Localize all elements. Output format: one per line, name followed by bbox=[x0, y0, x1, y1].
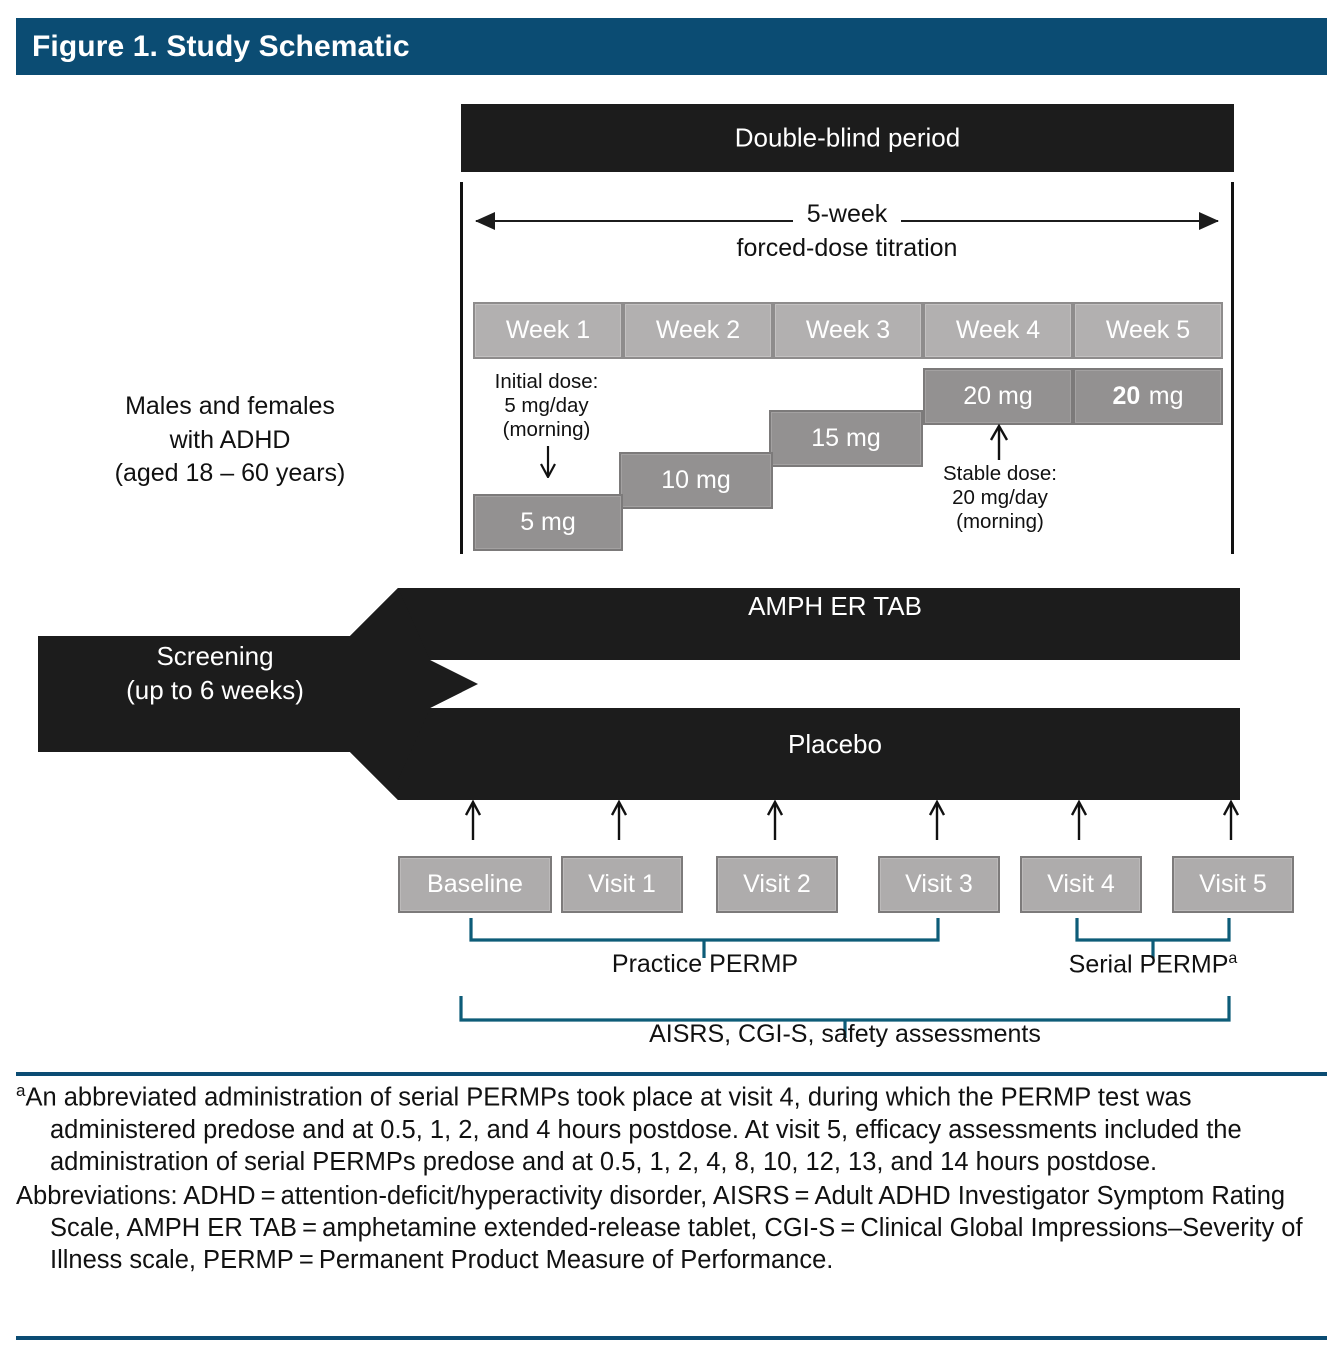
footnote-a: aAn abbreviated administration of serial… bbox=[16, 1080, 1327, 1178]
visit-box-baseline-label: Baseline bbox=[427, 870, 523, 898]
visit-arrow-1 bbox=[610, 799, 628, 845]
footnote-rule-bottom bbox=[16, 1336, 1327, 1340]
arm-placebo-label: Placebo bbox=[788, 729, 882, 759]
bracket-label-practice-permp: Practice PERMP bbox=[611, 950, 799, 978]
dose-box-week1-label: 5 mg bbox=[520, 508, 576, 536]
visit-box-2-label: Visit 2 bbox=[743, 870, 811, 898]
down-arrow-icon bbox=[539, 446, 557, 480]
double-blind-period-label: Double-blind period bbox=[734, 122, 961, 153]
week-box-2: Week 2 bbox=[623, 302, 773, 359]
week-box-5-label: Week 5 bbox=[1105, 316, 1191, 344]
page-title: Figure 1. Study Schematic bbox=[32, 29, 410, 63]
up-arrow-icon bbox=[989, 423, 1009, 460]
week-box-3-label: Week 3 bbox=[805, 316, 891, 344]
visit-box-3-label: Visit 3 bbox=[905, 870, 973, 898]
dose-box-week4-label: 20 mg bbox=[963, 382, 1033, 410]
visit-box-baseline: Baseline bbox=[398, 856, 552, 913]
visit-arrow-2 bbox=[766, 799, 784, 845]
dose-box-week2-10mg: 10 mg bbox=[619, 452, 773, 509]
dose-box-week1-5mg: 5 mg bbox=[473, 494, 623, 551]
dose-box-week5-unit: mg bbox=[1148, 382, 1184, 410]
dose-box-week2-label: 10 mg bbox=[661, 466, 731, 494]
footnote-block: aAn abbreviated administration of serial… bbox=[16, 1080, 1327, 1278]
visit-box-2: Visit 2 bbox=[716, 856, 838, 913]
week-box-4-label: Week 4 bbox=[955, 316, 1041, 344]
visit-arrow-5 bbox=[1222, 799, 1240, 845]
visit-arrow-3 bbox=[928, 799, 946, 845]
dose-box-week3-label: 15 mg bbox=[811, 424, 881, 452]
dose-box-week3-15mg: 15 mg bbox=[769, 410, 923, 467]
visit-box-3: Visit 3 bbox=[878, 856, 1000, 913]
study-population-text: Males and females with ADHD (aged 18 – 6… bbox=[114, 392, 346, 487]
dose-box-week4-20mg: 20 mg bbox=[923, 368, 1073, 425]
titration-arrow-group: 5-week forced-dose titration bbox=[475, 196, 1219, 276]
visit-box-1-label: Visit 1 bbox=[588, 870, 656, 898]
visit-arrow-4 bbox=[1070, 799, 1088, 845]
footnote-rule-top bbox=[16, 1072, 1327, 1076]
week-box-5: Week 5 bbox=[1073, 302, 1223, 359]
bracket-label-serial-permp-text: Serial PERMP bbox=[1068, 950, 1229, 979]
week-box-1-label: Week 1 bbox=[505, 316, 591, 344]
bracket-label-serial-permp: Serial PERMPa bbox=[1035, 950, 1271, 979]
footnote-abbreviations: Abbreviations: ADHD = attention-deficit/… bbox=[16, 1181, 1303, 1275]
visit-box-4-label: Visit 4 bbox=[1047, 870, 1115, 898]
study-flow-diagram bbox=[0, 560, 1343, 800]
footnote-a-marker: a bbox=[16, 1081, 26, 1100]
week-box-3: Week 3 bbox=[773, 302, 923, 359]
footnote-a-text: An abbreviated administration of serial … bbox=[25, 1083, 1242, 1176]
period-rule-left bbox=[460, 182, 463, 554]
week-box-4: Week 4 bbox=[923, 302, 1073, 359]
visit-box-5-label: Visit 5 bbox=[1199, 870, 1267, 898]
arrow-left-icon bbox=[475, 212, 495, 230]
visit-box-4: Visit 4 bbox=[1020, 856, 1142, 913]
week-box-1: Week 1 bbox=[473, 302, 623, 359]
bracket-label-assessments: AISRS, CGI-S, safety assessments bbox=[649, 1020, 1041, 1048]
titration-bottom-label: forced-dose titration bbox=[736, 234, 958, 262]
initial-dose-annotation: Initial dose: 5 mg/day (morning) bbox=[494, 370, 599, 442]
visit-arrow-baseline bbox=[464, 799, 482, 845]
titration-top-label: 5-week bbox=[792, 200, 902, 228]
visit-box-1: Visit 1 bbox=[561, 856, 683, 913]
titration-top-label-wrap: 5-week bbox=[476, 200, 1218, 229]
stable-dose-annotation: Stable dose: 20 mg/day (morning) bbox=[943, 462, 1057, 534]
visit-box-5: Visit 5 bbox=[1172, 856, 1294, 913]
figure-title-bar: Figure 1. Study Schematic bbox=[16, 18, 1327, 75]
arrow-right-icon bbox=[1199, 212, 1219, 230]
bracket-group bbox=[0, 912, 1343, 1042]
dose-box-week5-value: 20 bbox=[1112, 382, 1141, 410]
period-rule-right bbox=[1231, 182, 1234, 554]
screening-label: Screening (up to 6 weeks) bbox=[126, 641, 304, 705]
bracket-label-serial-permp-sup: a bbox=[1228, 950, 1238, 967]
week-box-2-label: Week 2 bbox=[655, 316, 741, 344]
double-blind-period-bar: Double-blind period bbox=[461, 104, 1234, 172]
arm-active-label: AMPH ER TAB bbox=[748, 591, 922, 621]
